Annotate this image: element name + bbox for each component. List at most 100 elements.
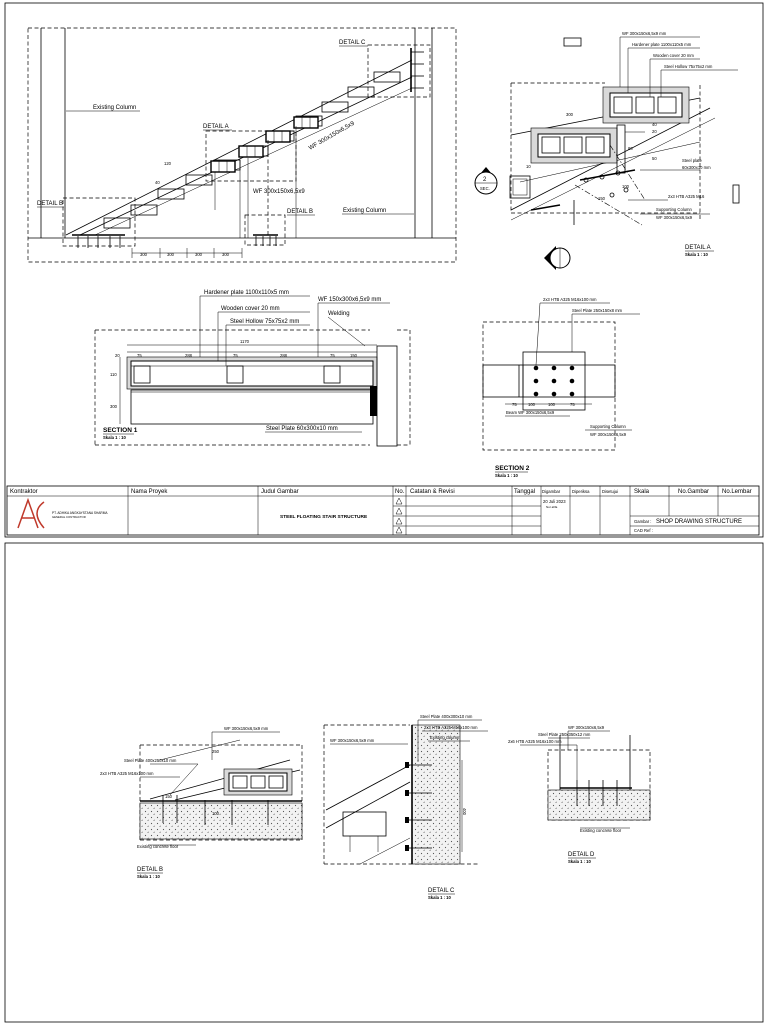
- detail-d-anchors: [576, 780, 618, 806]
- svg-text:Nur afifa: Nur afifa: [546, 505, 558, 509]
- svg-text:80: 80: [628, 146, 633, 151]
- detail-a-supporting-wf: WF 300x150x6,5x9: [656, 215, 693, 220]
- elevation-border: [27, 27, 457, 263]
- detail-b-anchors: [162, 795, 269, 825]
- svg-text:Diperiksa: Diperiksa: [572, 489, 590, 494]
- detail-d: WF 300x150x6,5x9 Steel Plate 250x350x12 …: [508, 725, 651, 864]
- svg-text:75: 75: [330, 353, 335, 358]
- label-existing-column-right: Existing Column: [343, 208, 386, 214]
- detail-b-box-left: [62, 197, 136, 247]
- detail-a-hollow: Steel Hollow 75x75x2 mm: [664, 64, 713, 69]
- svg-text:No.Lembar: No.Lembar: [722, 489, 752, 495]
- svg-text:75: 75: [137, 353, 142, 358]
- base-anchors-mid: [253, 234, 278, 246]
- svg-text:288: 288: [185, 353, 193, 358]
- detail-a: WF 300x150x6,5x9 mm Hardener plate 1100x…: [474, 31, 740, 270]
- svg-text:SEC.: SEC.: [480, 186, 490, 191]
- section-2-supporting-wf: WF 300x150x6,5x9: [590, 432, 627, 437]
- label-detail-c: DETAIL C: [339, 40, 366, 46]
- svg-text:PT. ADHIKA ANGKAYSTANA SHARMA: PT. ADHIKA ANGKAYSTANA SHARMA: [52, 511, 108, 515]
- detail-d-steel-plate: Steel Plate 250x350x12 mm: [538, 732, 591, 737]
- detail-c-column: [411, 724, 461, 865]
- svg-text:100: 100: [622, 184, 630, 189]
- section-2-bolts: [533, 365, 575, 397]
- detail-d-bolt: 2x6 HTB A325 M16x100 mm: [508, 739, 562, 744]
- svg-text:300: 300: [110, 404, 118, 409]
- svg-text:Skala: Skala: [634, 489, 650, 495]
- svg-text:75: 75: [570, 402, 575, 407]
- detail-a-wf-top: WF 300x150x6,5x9 mm: [622, 31, 667, 36]
- svg-text:300: 300: [566, 112, 574, 117]
- detail-c-column-label: Existing column: [430, 735, 460, 740]
- section-1-steel-plate-label: Steel Plate 60x300x10 mm: [266, 426, 338, 432]
- detail-c: 400 WF 300x150x6,5x9 mm Steel Plate 400x…: [323, 714, 488, 900]
- svg-text:20 Juli 2023: 20 Juli 2023: [543, 499, 566, 504]
- detail-a-title: DETAIL A: [685, 245, 711, 251]
- detail-c-title: DETAIL C: [428, 888, 455, 894]
- svg-text:Skala 1 : 10: Skala 1 : 10: [495, 473, 518, 478]
- section-1-hollow: Steel Hollow 75x75x2 mm: [230, 319, 299, 325]
- detail-c-steel-plate: Steel Plate 400x300x10 mm: [420, 714, 473, 719]
- section-1-steel-plate: [130, 389, 374, 425]
- svg-text:250: 250: [212, 749, 220, 754]
- svg-text:300: 300: [167, 252, 175, 257]
- svg-text:100: 100: [528, 402, 536, 407]
- svg-text:Kontraktor: Kontraktor: [10, 489, 38, 495]
- svg-text:100: 100: [548, 402, 556, 407]
- detail-c-wf: WF 300x150x6,5x9 mm: [330, 738, 375, 743]
- detail-a-steel-plate: Steel plate: [682, 158, 702, 163]
- step-sections: [210, 116, 319, 173]
- section-1: 1170 20 75 288 75 288 75 150 110 300 Har…: [94, 290, 411, 447]
- detail-a-wooden: Wooden cover 20 mm: [653, 53, 694, 58]
- svg-text:75: 75: [233, 353, 238, 358]
- detail-c-bolts: [405, 762, 432, 851]
- elevation-dims: 300 300 300 300: [131, 248, 243, 258]
- svg-text:100: 100: [212, 811, 220, 816]
- svg-text:20: 20: [652, 129, 657, 134]
- svg-text:75: 75: [512, 402, 517, 407]
- svg-text:150: 150: [165, 794, 173, 799]
- wall-bolts-top: [410, 48, 424, 92]
- label-detail-a: DETAIL A: [203, 124, 229, 130]
- base-anchors-left: [72, 234, 125, 248]
- section-1-wf: WF 150x300x6,5x9 mm: [318, 297, 381, 303]
- detail-d-title: DETAIL D: [568, 852, 595, 858]
- svg-text:Tanggal: Tanggal: [514, 489, 535, 495]
- stair-elevation: DETAIL C DETAIL A DETAIL B DETAIL B Exis…: [27, 27, 457, 263]
- svg-text:300: 300: [195, 252, 203, 257]
- section-1-hardener: Hardener plate 1100x110x5 mm: [204, 290, 289, 296]
- sheet-1: DETAIL C DETAIL A DETAIL B DETAIL B Exis…: [4, 2, 764, 538]
- label-detail-b-left: DETAIL B: [37, 201, 63, 207]
- detail-b-title: DETAIL B: [137, 867, 163, 873]
- detail-b-wf: WF 300x150x6,5x9 mm: [224, 726, 269, 731]
- svg-text:288: 288: [280, 353, 288, 358]
- svg-text:No.Gambar: No.Gambar: [678, 489, 709, 495]
- svg-text:CAD Ref :: CAD Ref :: [634, 528, 653, 533]
- sheet-1-frame: [4, 2, 764, 538]
- svg-text:400: 400: [462, 808, 467, 816]
- section-1-welding: Welding: [328, 311, 350, 317]
- svg-text:GENERAL CONTRACTOR: GENERAL CONTRACTOR: [52, 515, 86, 519]
- svg-text:1170: 1170: [240, 339, 250, 344]
- label-detail-b-mid: DETAIL B: [287, 209, 313, 215]
- svg-text:Digambar: Digambar: [542, 489, 561, 494]
- svg-text:2: 2: [483, 177, 487, 183]
- detail-c-bolt: 2x3 HTB A325 M16x100 mm: [424, 725, 478, 730]
- detail-a-hardener: Hardener plate 1100x110x5 mm: [632, 42, 692, 47]
- label-dim-120: 120: [164, 161, 172, 166]
- svg-text:Skala 1 : 10: Skala 1 : 10: [685, 252, 708, 257]
- svg-text:150: 150: [598, 196, 606, 201]
- detail-b-bolt: 2x3 HTB A325 M16x100 mm: [100, 771, 154, 776]
- section-mark-2: 2 SEC.: [474, 167, 498, 195]
- detail-a-box: [205, 130, 297, 182]
- section-2: 2x3 HTB A325 M16x100 mm Steel Plate 250x…: [482, 297, 640, 478]
- section-2-supporting: Supporting Column: [590, 424, 627, 429]
- section-1-title: SECTION 1: [103, 427, 138, 434]
- detail-a-supporting: Supporting Column: [656, 207, 693, 212]
- detail-d-wf: WF 300x150x6,5x9: [568, 725, 605, 730]
- svg-text:50: 50: [652, 156, 657, 161]
- section-mark-1: [544, 246, 571, 270]
- svg-text:Catatan & Revisi: Catatan & Revisi: [410, 489, 455, 495]
- sheet-2: WF 300x150x6,5x9 mm Steel Plate 400x250x…: [4, 542, 764, 1023]
- detail-a-bolt: 2x3 HTB A325 M16: [668, 194, 705, 199]
